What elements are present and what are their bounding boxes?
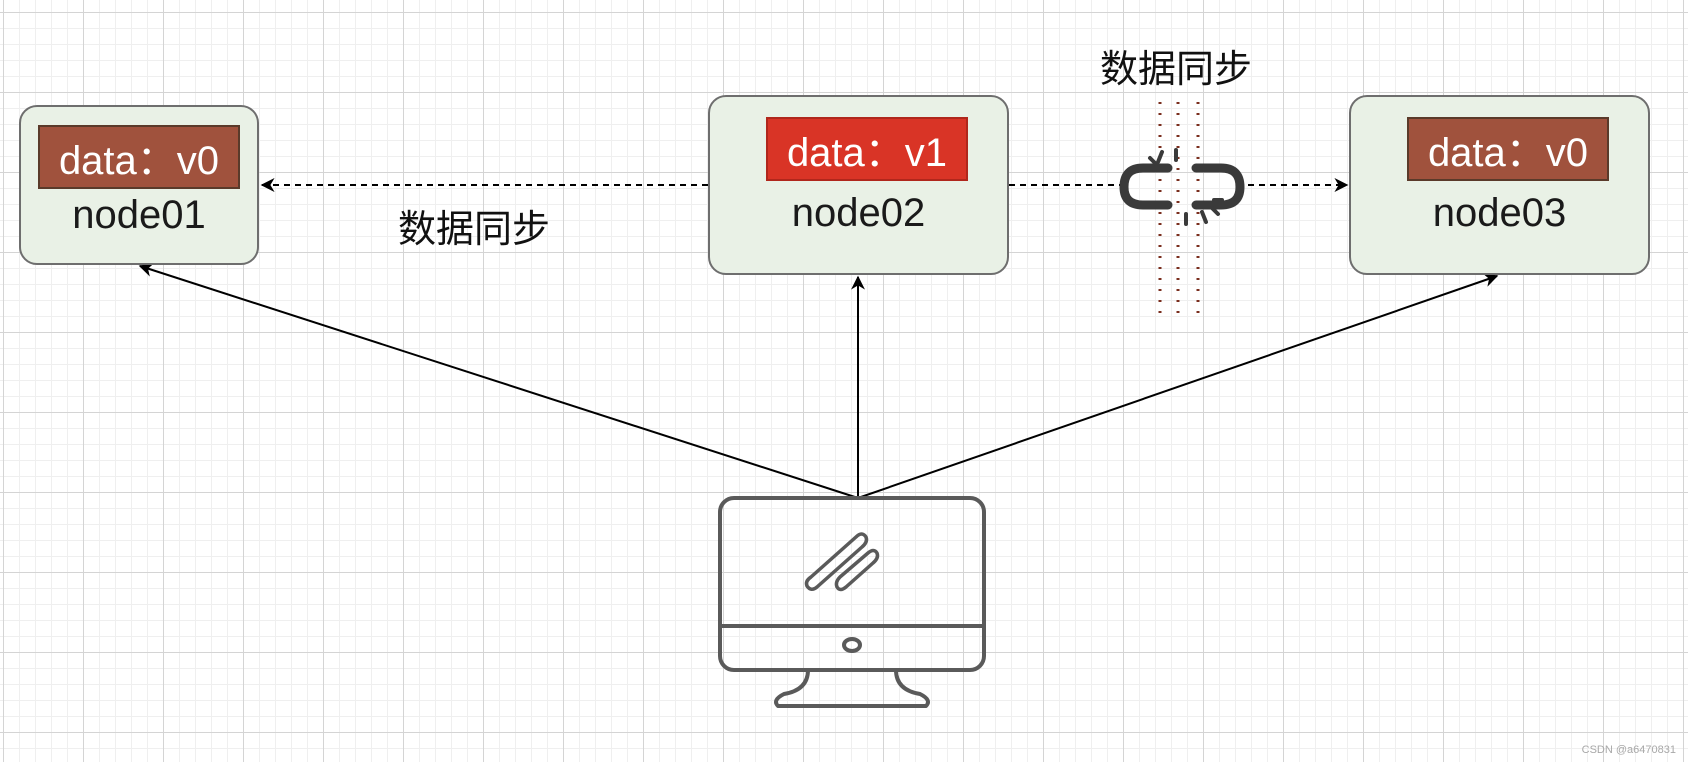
broken-link-icon	[1119, 148, 1245, 226]
client-arrow-to-node03	[857, 273, 1499, 499]
sync-label-top: 数据同步	[1100, 47, 1253, 91]
sync-label-left: 数据同步	[398, 207, 551, 251]
node02-box: data：v1 node02	[708, 95, 1009, 275]
node02-data-value: data：v1	[766, 117, 968, 181]
node01-label: node01	[72, 193, 206, 237]
node03-data-value: data：v0	[1407, 117, 1609, 181]
node03-label: node03	[1432, 191, 1567, 235]
client-arrow-to-node01	[138, 263, 859, 499]
computer-monitor-icon	[718, 496, 986, 708]
watermark: CSDN @a6470831	[1581, 744, 1676, 756]
node01-data-value: data：v0	[38, 125, 240, 189]
node03-box: data：v0 node03	[1349, 95, 1650, 275]
node01-box: data：v0 node01	[19, 105, 259, 265]
node02-label: node02	[791, 191, 926, 235]
network-partition-lines	[1158, 102, 1200, 318]
